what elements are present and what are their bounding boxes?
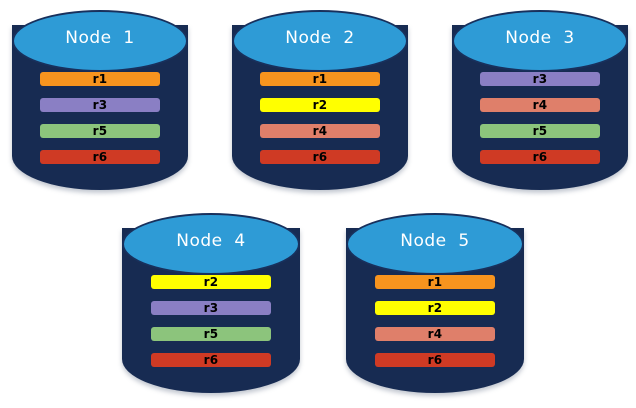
replica-label: r5 [92,124,108,138]
replica-bar-r2[interactable]: r2 [375,301,495,315]
replica-list: r2 r3 r5 r6 [122,275,300,379]
replica-list: r3 r4 r5 r6 [452,72,628,176]
replica-bar-r4[interactable]: r4 [375,327,495,341]
replica-bar-r3[interactable]: r3 [151,301,271,315]
cylinder-top-ellipse [122,213,300,275]
replica-bar-r3[interactable]: r3 [480,72,600,86]
replica-bar-r4[interactable]: r4 [480,98,600,112]
replica-bar-r4[interactable]: r4 [260,124,380,138]
replica-list: r1 r3 r5 r6 [12,72,188,176]
replica-label: r3 [532,72,548,86]
replica-label: r4 [312,124,328,138]
replica-label: r6 [312,150,328,164]
replica-label: r5 [203,327,219,341]
replica-label: r2 [203,275,219,289]
replica-bar-r6[interactable]: r6 [151,353,271,367]
cylinder-top-ellipse [346,213,524,275]
replica-bar-r6[interactable]: r6 [480,150,600,164]
replica-label: r2 [427,301,443,315]
replica-bar-r2[interactable]: r2 [151,275,271,289]
replica-label: r6 [92,150,108,164]
replica-bar-r1[interactable]: r1 [375,275,495,289]
replica-bar-r2[interactable]: r2 [260,98,380,112]
replica-label: r6 [532,150,548,164]
replica-label: r1 [312,72,328,86]
replica-label: r6 [427,353,443,367]
replica-label: r3 [92,98,108,112]
replica-bar-r6[interactable]: r6 [260,150,380,164]
cylinder-top-ellipse [232,10,408,72]
replica-label: r4 [427,327,443,341]
replica-list: r1 r2 r4 r6 [346,275,524,379]
replica-label: r1 [92,72,108,86]
replica-bar-r5[interactable]: r5 [151,327,271,341]
replica-label: r2 [312,98,328,112]
replica-bar-r5[interactable]: r5 [480,124,600,138]
replica-label: r4 [532,98,548,112]
replica-bar-r1[interactable]: r1 [260,72,380,86]
replica-bar-r5[interactable]: r5 [40,124,160,138]
replica-bar-r6[interactable]: r6 [375,353,495,367]
replica-bar-r1[interactable]: r1 [40,72,160,86]
replica-label: r5 [532,124,548,138]
replica-bar-r6[interactable]: r6 [40,150,160,164]
cylinder-top-ellipse [452,10,628,72]
replica-bar-r3[interactable]: r3 [40,98,160,112]
replica-label: r6 [203,353,219,367]
replica-label: r3 [203,301,219,315]
cylinder-top-ellipse [12,10,188,72]
replica-list: r1 r2 r4 r6 [232,72,408,176]
replica-label: r1 [427,275,443,289]
